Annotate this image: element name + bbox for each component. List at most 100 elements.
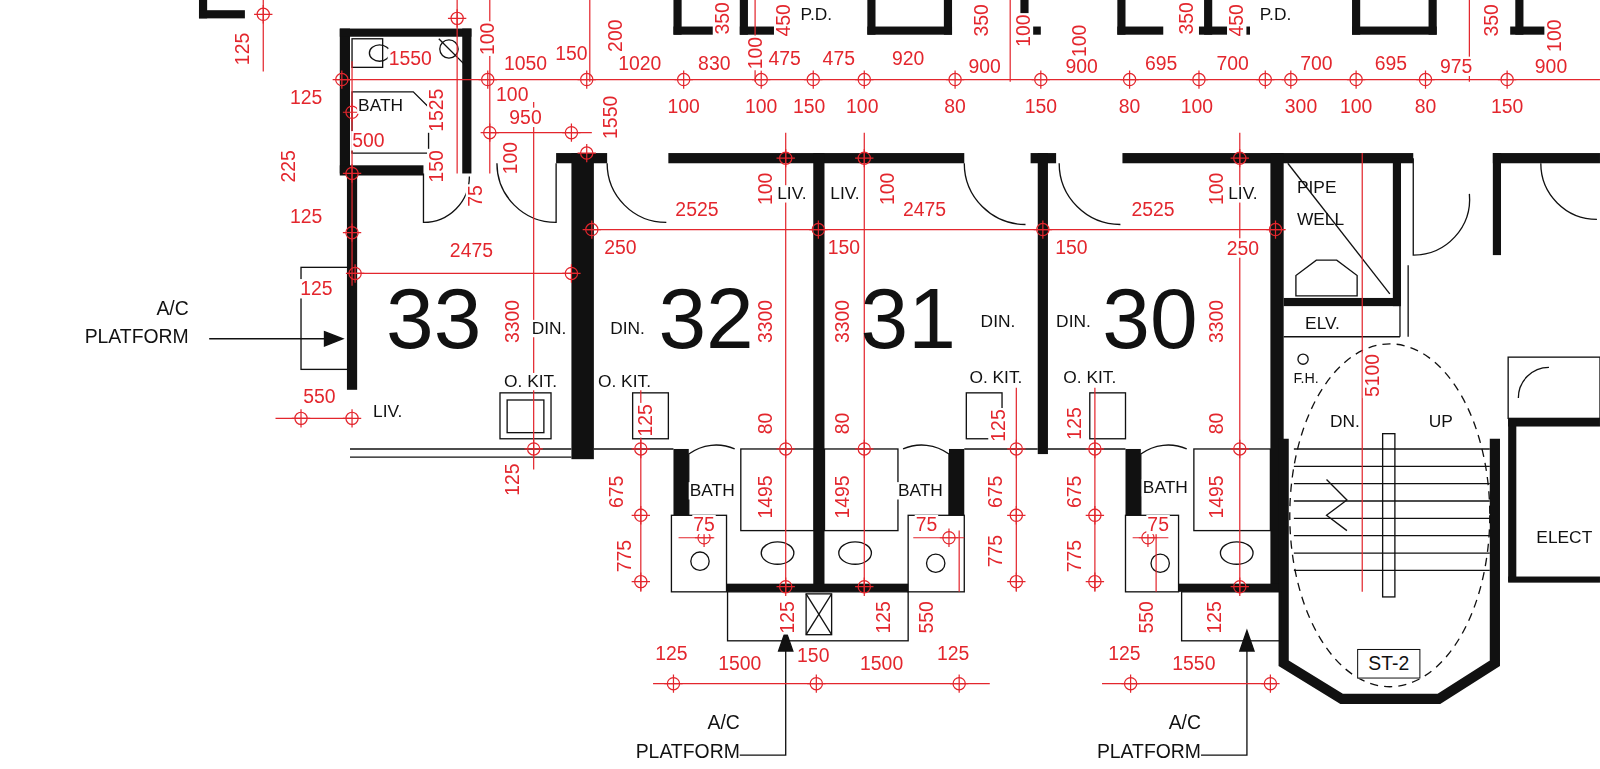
room-label: ELECT: [1535, 529, 1593, 546]
dimension-label: 920: [891, 48, 925, 67]
room-label: BATH: [897, 482, 944, 499]
dimension-label: 100: [1339, 96, 1373, 115]
dimension-label: 75: [1146, 515, 1170, 534]
dimension-marker: [1261, 674, 1279, 692]
dimension-label: 75: [692, 515, 716, 534]
dimension-label: 950: [508, 108, 542, 127]
room-label: A/C PLATFORM: [77, 294, 189, 350]
dimension-marker: [481, 123, 499, 141]
dimension-label: 100: [1544, 19, 1563, 53]
dimension-label: 150: [427, 149, 446, 183]
dimension-marker: [1231, 149, 1249, 167]
dimension-label: 100: [1180, 96, 1214, 115]
room-label: UP: [1428, 413, 1454, 430]
dimension-label: 150: [554, 43, 588, 62]
dimension-label: 100: [1207, 172, 1226, 206]
dimension-marker: [1416, 70, 1434, 88]
dimension-label: 80: [833, 412, 852, 436]
room-label: O. KIT.: [597, 373, 652, 390]
dimension-marker: [1231, 578, 1249, 596]
room-label: BATH: [689, 482, 736, 499]
dimension-label: 80: [943, 96, 967, 115]
dimension-marker: [292, 409, 310, 427]
unit-number: 33: [386, 276, 481, 362]
unit-number: 31: [860, 276, 955, 362]
walls: [199, 0, 1600, 592]
dimension-marker: [809, 220, 827, 238]
dimension-marker: [777, 149, 795, 167]
dimension-label: 5100: [1363, 353, 1382, 398]
room-label: A/C PLATFORM: [628, 709, 740, 765]
dimension-label: 150: [1054, 237, 1088, 256]
dimension-label: 1495: [756, 474, 775, 519]
dimension-label: 80: [1118, 96, 1142, 115]
dimension-label: 350: [1482, 3, 1501, 37]
dimension-label: 350: [713, 1, 732, 35]
room-label: O. KIT.: [1062, 369, 1117, 386]
dimension-label: 300: [1284, 96, 1318, 115]
dimension-label: 250: [603, 237, 637, 256]
dimension-marker: [1256, 70, 1274, 88]
dimension-label: 75: [915, 515, 939, 534]
dimension-label: 250: [1226, 238, 1260, 257]
dimension-marker: [448, 9, 466, 27]
dimension-markers: [254, 5, 1516, 693]
dimension-label: 100: [745, 36, 764, 70]
dimension-label: 3300: [833, 299, 852, 344]
dimension-label: 100: [878, 172, 897, 206]
dimension-label: 695: [1144, 54, 1178, 73]
room-label: PIPE WELL: [1296, 171, 1359, 237]
dimension-label: 1495: [833, 474, 852, 519]
dimension-marker: [632, 506, 650, 524]
dimension-label: 100: [1014, 13, 1033, 47]
dimension-marker: [583, 220, 601, 238]
dimension-label: 225: [279, 149, 298, 183]
dimension-label: 150: [827, 237, 861, 256]
dimension-marker: [1498, 70, 1516, 88]
dimension-marker: [855, 440, 873, 458]
dimension-label: 475: [822, 48, 856, 67]
dimension-marker: [562, 264, 580, 282]
dimension-label: 450: [1227, 3, 1246, 37]
dimension-marker: [1231, 440, 1249, 458]
dimension-label: 80: [1414, 96, 1438, 115]
room-label: DIN.: [1055, 313, 1092, 330]
dimension-marker: [1007, 440, 1025, 458]
room-label: DIN.: [980, 313, 1017, 330]
dimension-label: 675: [607, 475, 626, 509]
dimension-marker: [804, 70, 822, 88]
dimension-label: 125: [299, 279, 333, 298]
dimension-label: 700: [1299, 54, 1333, 73]
dimension-label: 1550: [601, 95, 620, 140]
dimension-marker: [1347, 70, 1365, 88]
room-label: P.D.: [800, 6, 834, 23]
dimension-marker: [578, 144, 596, 162]
dimension-label: 150: [796, 645, 830, 664]
dimension-label: 125: [874, 600, 893, 634]
dimension-marker: [674, 70, 692, 88]
dimension-marker: [1266, 220, 1284, 238]
dimension-marker: [940, 529, 958, 547]
dimension-marker: [1086, 440, 1104, 458]
dimension-marker: [343, 164, 361, 182]
dimension-marker: [578, 70, 596, 88]
dimension-label: 695: [1374, 54, 1408, 73]
dimension-label: 350: [972, 3, 991, 37]
dimension-label: 125: [654, 643, 688, 662]
fixtures: [209, 39, 1600, 755]
dimension-label: 125: [988, 408, 1007, 442]
unit-number: 32: [658, 276, 753, 362]
dimension-label: 100: [1070, 24, 1089, 58]
dimension-label: 775: [1065, 539, 1084, 573]
dimension-label: 350: [1177, 1, 1196, 35]
dimension-label: 200: [606, 19, 625, 53]
dimension-label: 100: [756, 172, 775, 206]
dimension-label: 2475: [449, 240, 494, 259]
room-label: BATH: [357, 96, 404, 113]
dimension-label: 100: [501, 141, 520, 175]
dimension-marker: [333, 70, 351, 88]
dimension-label: 700: [1215, 54, 1249, 73]
unit-number: 30: [1102, 276, 1197, 362]
dimension-lines: [263, 0, 1600, 684]
